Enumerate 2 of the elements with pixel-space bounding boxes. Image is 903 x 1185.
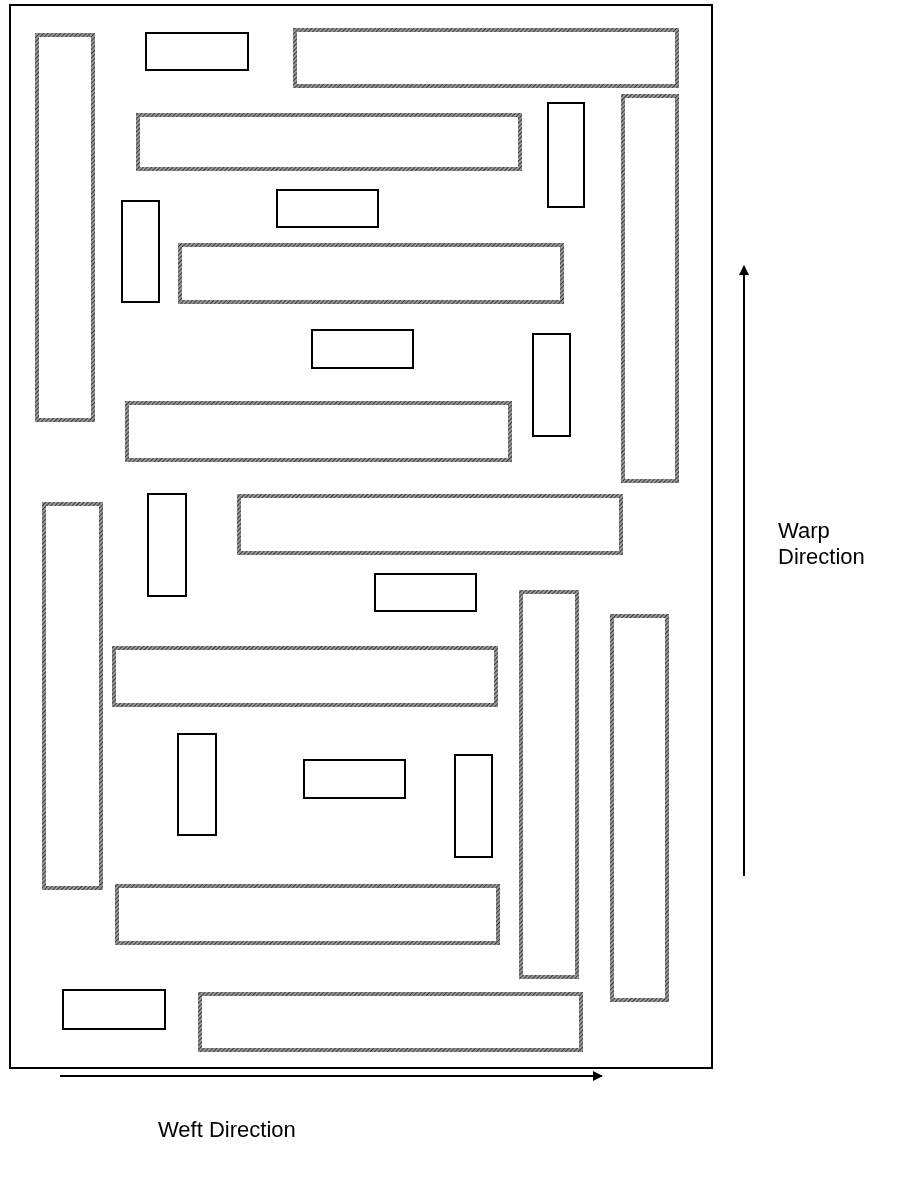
direction-label: Warp Direction: [778, 518, 866, 570]
direction-label: Weft Direction: [158, 1117, 297, 1143]
